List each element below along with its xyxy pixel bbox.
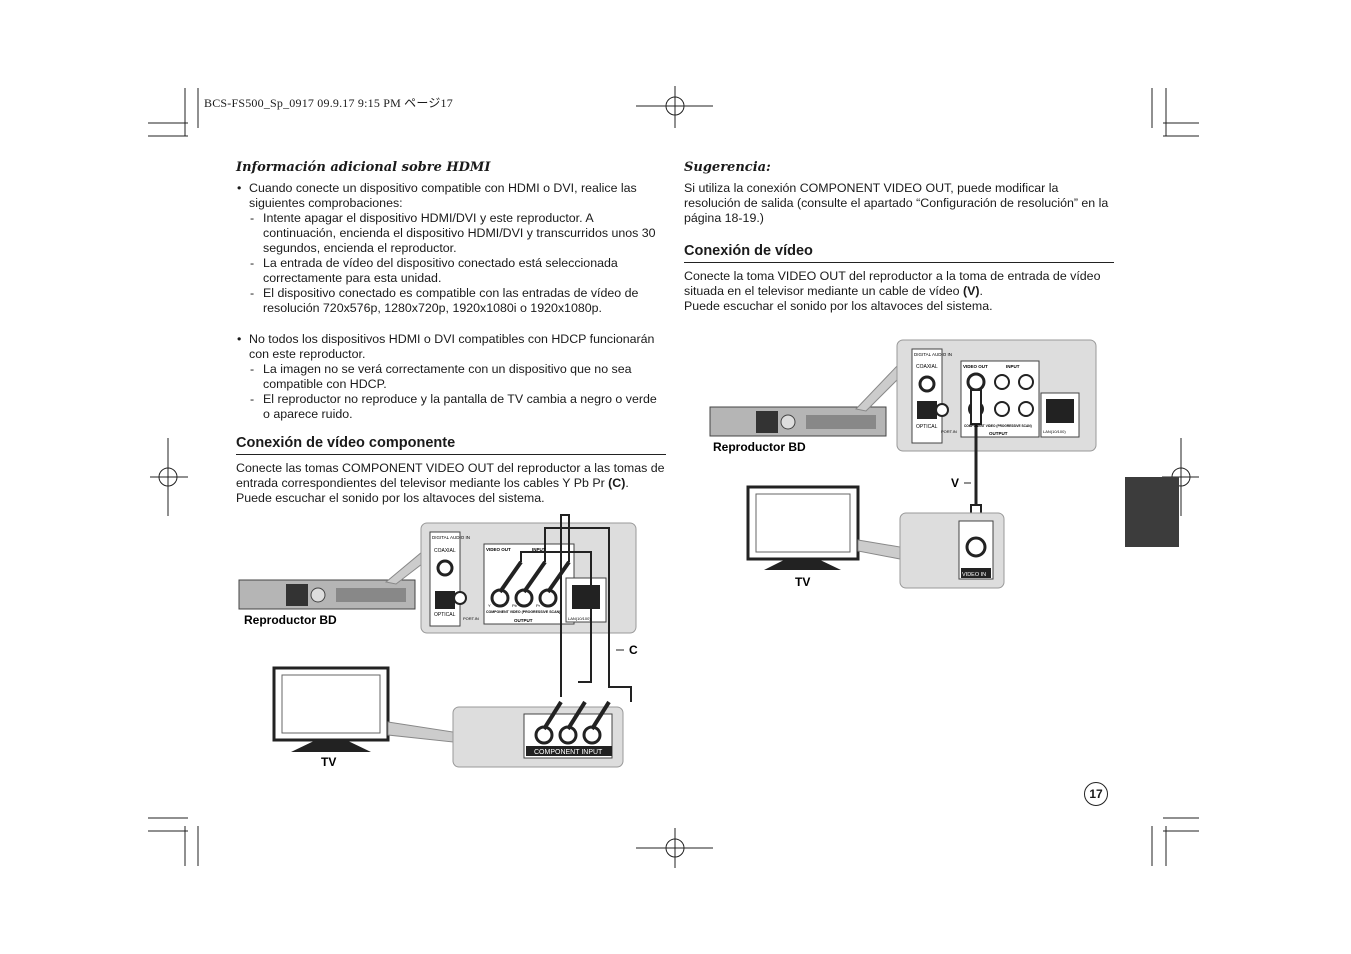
optical-label: OPTICAL [434,612,456,618]
tip-text: Si utiliza la conexión COMPONENT VIDEO O… [684,181,1109,225]
lan-label: LAN(10/100) [1043,429,1066,434]
port-in-label: PORT.IN [941,429,957,434]
video-section-title: Conexión de vídeo [684,244,1114,263]
component-connection-diagram: DIGITAL AUDIO IN COAXIAL OPTICAL VIDEO O… [238,514,638,769]
list-item: El dispositivo conectado es compatible c… [249,286,666,316]
component-instructions: Conecte las tomas COMPONENT VIDEO OUT de… [236,461,665,505]
section-tab [1125,477,1179,547]
video-out-label: VIDEO OUT [963,364,988,369]
hdmi-info-title: Información adicional sobre HDMI [236,160,491,175]
coaxial-label: COAXIAL [434,548,456,554]
print-header: BCS-FS500_Sp_0917 09.9.17 9:15 PM ページ17 [204,96,453,110]
list-item: La imagen no se verá correctamente con u… [249,362,666,392]
cable-v-label: V [951,476,959,490]
tv-label: TV [795,575,810,589]
pb-label: Pb [512,603,518,608]
video-in-label: VIDEO IN [962,572,986,578]
right-column: Sugerencia: Si utiliza la conexión COMPO… [684,160,1114,314]
lan-label: LAN(10/100) [568,616,591,621]
input-label: INPUT [532,547,546,552]
player-label: Reproductor BD [244,613,337,627]
output-label: OUTPUT [989,431,1008,436]
video-connection-diagram: DIGITAL AUDIO IN COAXIAL OPTICAL VIDEO O… [709,339,1097,589]
output-label: OUTPUT [514,618,533,623]
tip-title: Sugerencia: [684,160,771,175]
digital-audio-in-label: DIGITAL AUDIO IN [914,352,952,357]
sub-list: Intente apagar el dispositivo HDMI/DVI y… [249,211,666,316]
digital-audio-in-label: DIGITAL AUDIO IN [432,535,470,540]
sub-list: La imagen no se verá correctamente con u… [249,362,666,422]
tv-label: TV [321,755,336,769]
pr-label: Pr [536,603,541,608]
component-video-label: COMPONENT VIDEO (PROGRESSIVE SCAN) [964,424,1032,428]
list-item: El reproductor no reproduce y la pantall… [249,392,666,422]
video-instructions: Conecte la toma VIDEO OUT del reproducto… [684,269,1101,313]
left-column: Información adicional sobre HDMI Cuando … [236,160,666,506]
cable-c-label: C [629,643,638,657]
list-item: La entrada de vídeo del dispositivo cone… [249,256,666,286]
page-number: 17 [1084,782,1108,806]
list-item: No todos los dispositivos HDMI o DVI com… [236,332,666,422]
player-label: Reproductor BD [713,440,806,454]
list-item: Cuando conecte un dispositivo compatible… [236,181,666,316]
input-label: INPUT [1006,364,1020,369]
port-in-label: PORT.IN [463,616,479,621]
component-video-label: COMPONENT VIDEO (PROGRESSIVE SCAN) [486,610,560,614]
optical-label: OPTICAL [916,424,938,430]
video-out-label: VIDEO OUT [486,547,511,552]
component-input-label: COMPONENT INPUT [534,749,603,756]
hdmi-bullet-list: Cuando conecte un dispositivo compatible… [236,181,666,422]
coaxial-label: COAXIAL [916,364,938,370]
component-section-title: Conexión de vídeo componente [236,436,666,455]
y-label: Y [488,603,491,608]
list-item: Intente apagar el dispositivo HDMI/DVI y… [249,211,666,256]
